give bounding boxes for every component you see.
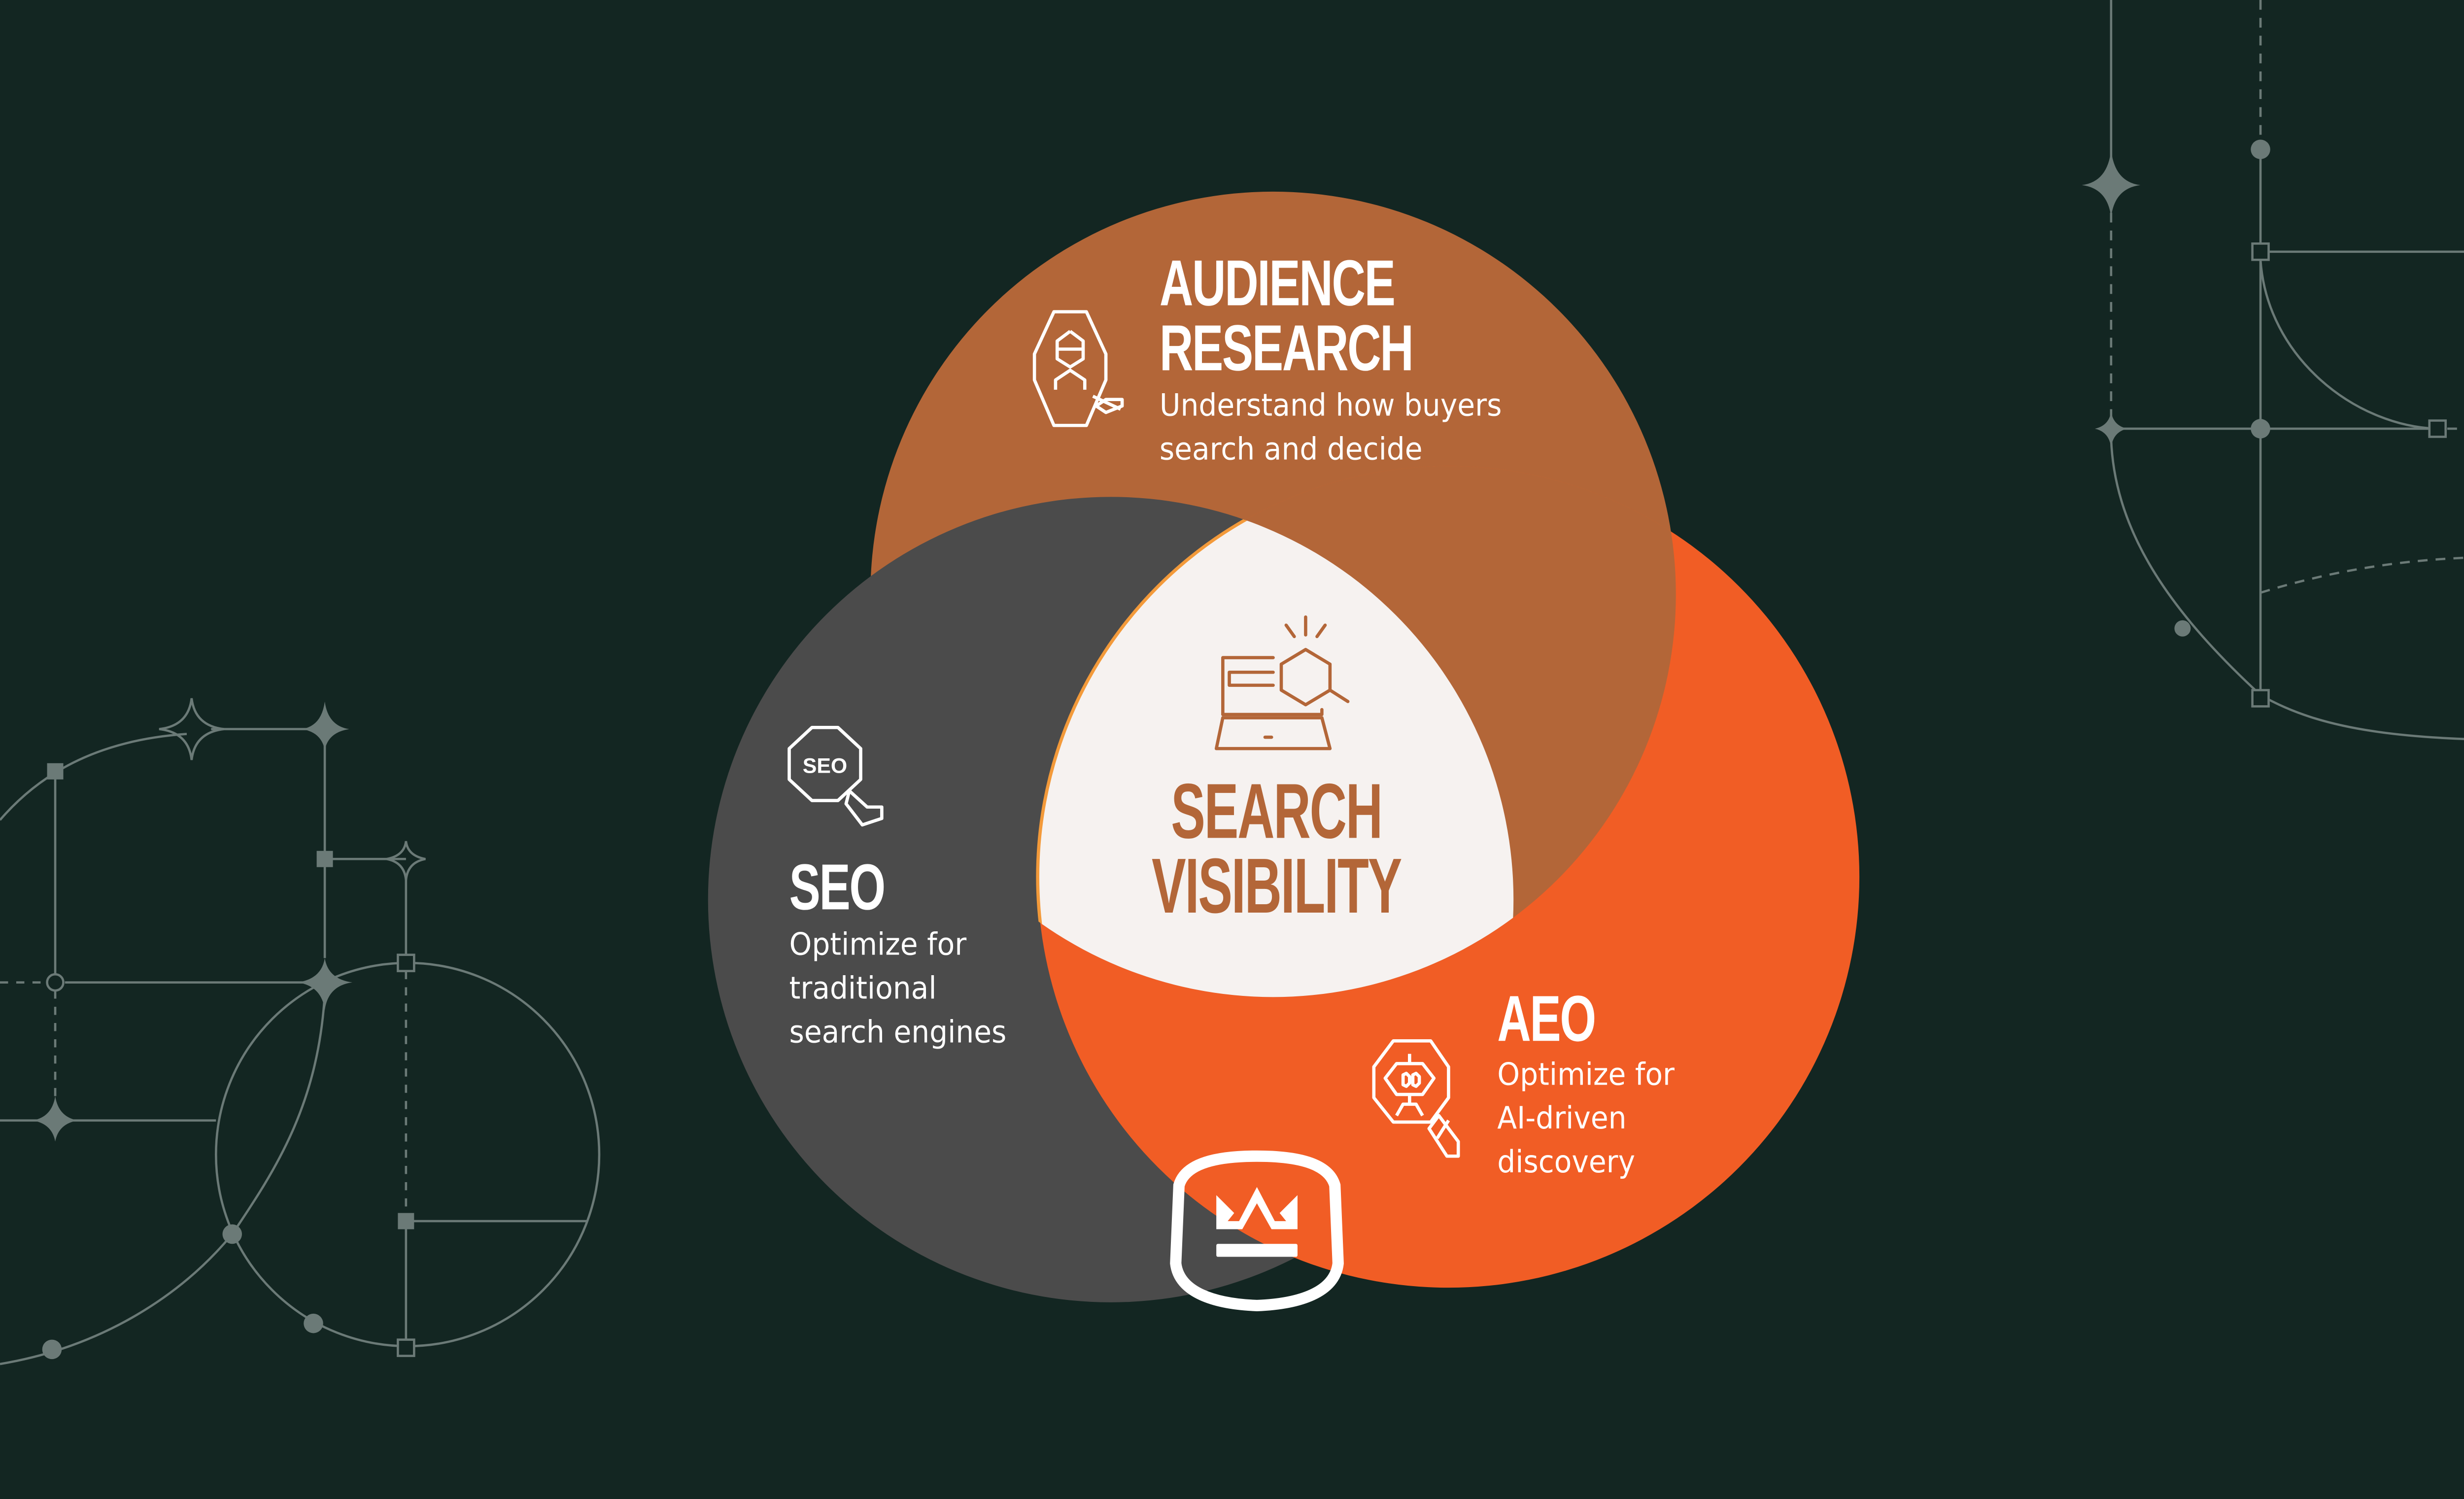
seo-desc-line2: traditional xyxy=(789,971,937,1007)
aeo-desc-line3: discovery xyxy=(1497,1145,1636,1181)
audience-research-title: AUDIENCE RESEARCH xyxy=(1159,248,1414,385)
audience-title-line1: AUDIENCE xyxy=(1159,248,1396,320)
seo-description: Optimize for traditional search engines xyxy=(789,924,1007,1056)
aeo-desc-line1: Optimize for xyxy=(1497,1057,1675,1093)
seo-desc-line1: Optimize for xyxy=(789,927,967,963)
search-visibility-label: SEARCH VISIBILITY xyxy=(1116,769,1437,931)
center-label-line1: SEARCH xyxy=(1171,769,1383,856)
seo-title: SEO xyxy=(789,852,886,924)
seo-desc-line3: search engines xyxy=(789,1015,1007,1051)
audience-desc-line1: Understand how buyers xyxy=(1159,388,1502,424)
audience-title-line2: RESEARCH xyxy=(1159,313,1414,385)
aeo-description: Optimize for AI-driven discovery xyxy=(1497,1054,1675,1186)
audience-desc-line2: search and decide xyxy=(1159,432,1423,468)
audience-research-description: Understand how buyers search and decide xyxy=(1160,385,1502,473)
aeo-title-line1: AEO xyxy=(1497,984,1596,1056)
aeo-desc-line2: AI-driven xyxy=(1497,1101,1627,1137)
aeo-title: AEO xyxy=(1497,984,1596,1056)
seo-title-line1: SEO xyxy=(789,852,886,924)
center-label-line2: VISIBILITY xyxy=(1152,844,1402,931)
